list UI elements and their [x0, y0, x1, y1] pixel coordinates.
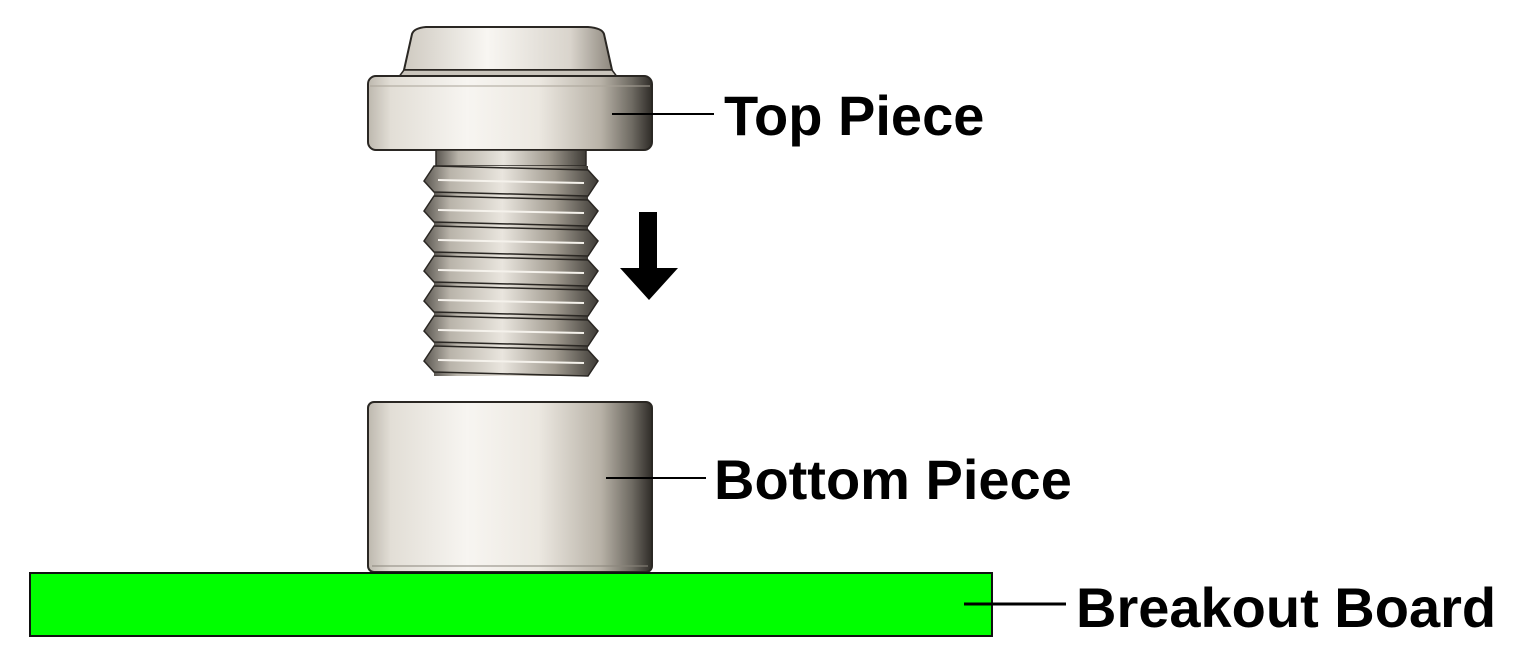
thread-highlight: [437, 299, 585, 304]
threaded-shaft: [423, 165, 599, 377]
top-piece-label: Top Piece: [724, 84, 985, 147]
breakout-board: [29, 572, 993, 637]
thread-highlight: [437, 179, 585, 184]
thread-highlight: [437, 239, 585, 244]
thread-highlight: [437, 359, 585, 364]
thread-highlight: [437, 269, 585, 274]
thread-highlight: [437, 329, 585, 334]
top-piece: [367, 26, 653, 377]
arrow-down-icon: [620, 212, 678, 300]
bottom-piece-label: Bottom Piece: [714, 448, 1072, 511]
bottom-piece: [367, 401, 653, 573]
breakout-board-label: Breakout Board: [1076, 576, 1497, 639]
thread-highlight: [437, 209, 585, 214]
